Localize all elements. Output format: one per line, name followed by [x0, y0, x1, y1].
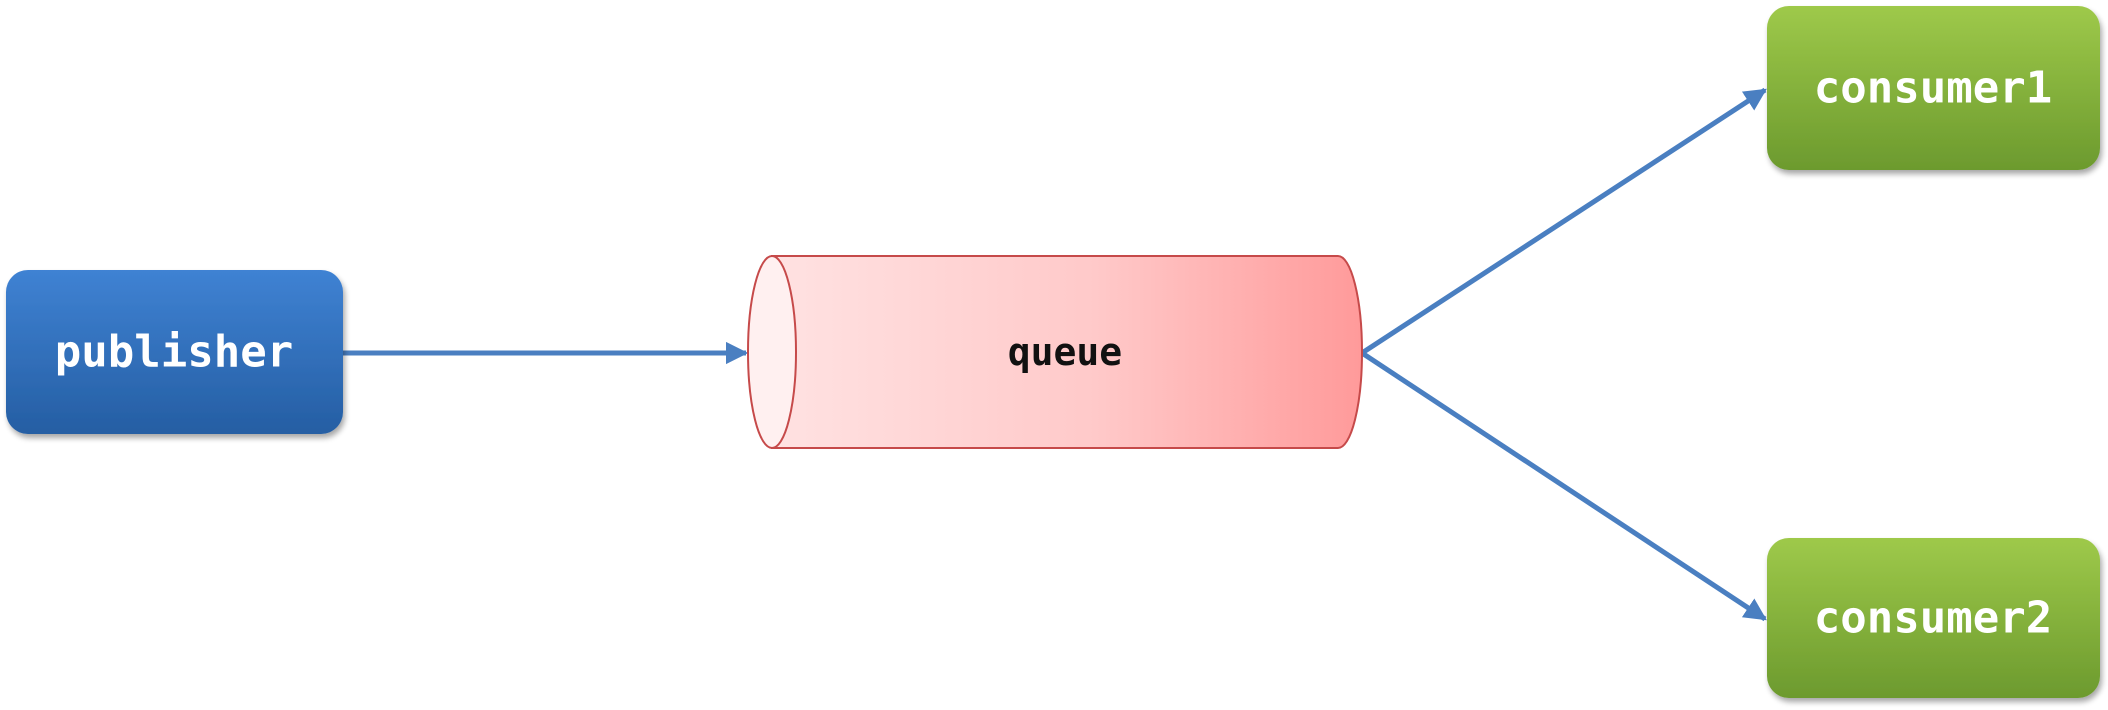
node-consumer2: consumer2	[1767, 538, 2100, 698]
queue-end-cap	[747, 255, 797, 449]
node-queue: queue	[747, 255, 1363, 449]
queue-body	[771, 255, 1363, 449]
node-consumer1: consumer1	[1767, 6, 2100, 170]
edge-queue-to-consumer1	[1360, 87, 1767, 356]
edge-queue-to-consumer2	[1360, 350, 1767, 622]
node-publisher: publisher	[6, 270, 343, 434]
consumer2-box	[1767, 538, 2100, 698]
consumer2-label: consumer2	[1814, 593, 2052, 644]
consumer1-box	[1767, 6, 2100, 170]
queue-label: queue	[1008, 330, 1122, 374]
publisher-label: publisher	[55, 327, 293, 378]
publisher-box	[6, 270, 343, 434]
consumer1-label: consumer1	[1814, 63, 2052, 114]
